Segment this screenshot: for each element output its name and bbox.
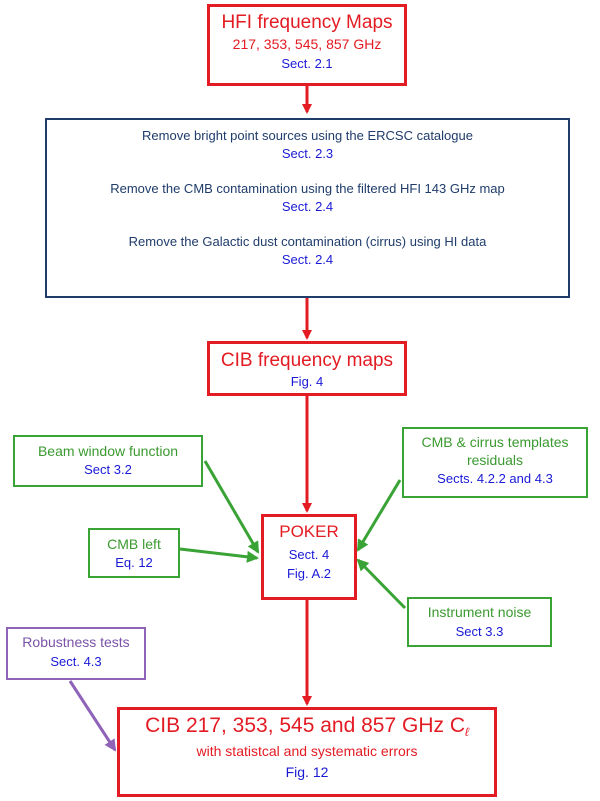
cmb-left-title: CMB left xyxy=(107,536,161,552)
cmb-left-box: CMB left Eq. 12 xyxy=(88,528,180,578)
arrow-noise-to-poker xyxy=(356,558,407,610)
poker-ref-2: Fig. A.2 xyxy=(286,566,332,581)
robustness-tests-ref: Sect. 4.3 xyxy=(50,654,102,669)
beam-window-title: Beam window function xyxy=(37,443,179,459)
final-result-box: CIB 217, 353, 545 and 857 GHz Cℓ with st… xyxy=(117,707,497,797)
removal-step-2-ref: Sect. 2.4 xyxy=(281,199,334,214)
cmb-left-ref: Eq. 12 xyxy=(115,555,153,570)
removal-step-3: Remove the Galactic dust contamination (… xyxy=(128,234,487,249)
final-result-title: CIB 217, 353, 545 and 857 GHz Cℓ xyxy=(120,714,494,739)
removal-step-1: Remove bright point sources using the ER… xyxy=(142,128,473,143)
removal-step-3-ref: Sect. 2.4 xyxy=(281,252,334,267)
removal-steps-box: Remove bright point sources using the ER… xyxy=(45,118,570,298)
instrument-noise-box: Instrument noise Sect 3.3 xyxy=(407,597,552,647)
hfi-maps-box: HFI frequency Maps 217, 353, 545, 857 GH… xyxy=(207,4,407,86)
robustness-tests-box: Robustness tests Sect. 4.3 xyxy=(6,627,146,680)
poker-ref-1: Sect. 4 xyxy=(288,547,330,562)
arrow-robustness-to-final xyxy=(68,680,117,752)
poker-title: POKER xyxy=(279,522,339,541)
cib-maps-ref: Fig. 4 xyxy=(290,374,324,389)
hfi-maps-title: HFI frequency Maps xyxy=(221,12,393,33)
instrument-noise-title: Instrument noise xyxy=(427,604,532,620)
templates-ref: Sects. 4.2.2 and 4.3 xyxy=(437,471,553,486)
templates-title: CMB & cirrus templates xyxy=(421,434,569,450)
final-result-subtitle: with statistcal and systematic errors xyxy=(196,743,418,759)
templates-box: CMB & cirrus templates residuals Sects. … xyxy=(402,427,588,498)
hfi-maps-ref: Sect. 2.1 xyxy=(281,56,333,71)
final-result-ref: Fig. 12 xyxy=(285,764,329,780)
cib-maps-box: CIB frequency maps Fig. 4 xyxy=(207,341,407,396)
removal-step-1-ref: Sect. 2.3 xyxy=(281,146,334,161)
removal-step-2: Remove the CMB contamination using the f… xyxy=(110,181,505,196)
final-result-title-text: CIB 217, 353, 545 and 857 GHz C xyxy=(145,714,465,737)
cib-maps-title: CIB frequency maps xyxy=(220,350,394,371)
final-result-title-subscript: ℓ xyxy=(464,725,469,739)
arrow-templates-to-poker xyxy=(356,479,402,552)
arrow-beam-to-poker xyxy=(203,460,260,554)
beam-window-box: Beam window function Sect 3.2 xyxy=(13,435,203,487)
templates-title-2: residuals xyxy=(466,452,524,468)
beam-window-ref: Sect 3.2 xyxy=(84,462,132,477)
arrow-cmbleft-to-poker xyxy=(179,547,259,563)
poker-box: POKER Sect. 4 Fig. A.2 xyxy=(261,514,357,600)
robustness-tests-title: Robustness tests xyxy=(22,634,130,650)
instrument-noise-ref: Sect 3.3 xyxy=(455,624,504,639)
hfi-maps-freqs: 217, 353, 545, 857 GHz xyxy=(232,36,382,52)
